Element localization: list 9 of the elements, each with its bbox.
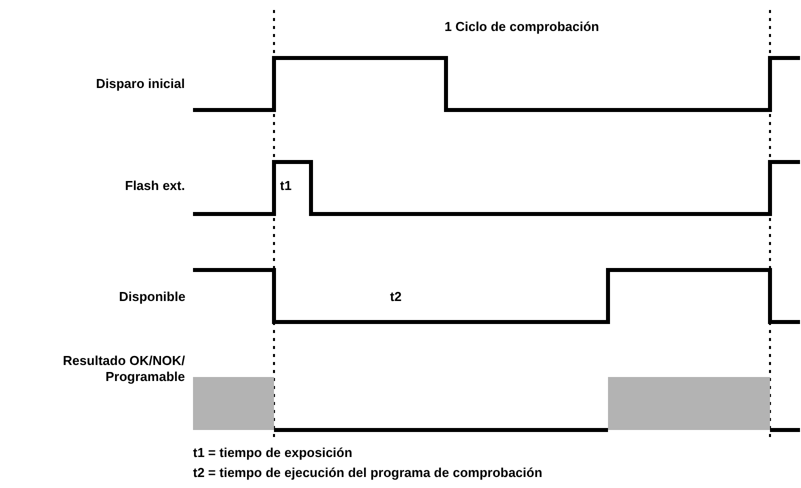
legend-note: t1 = tiempo de exposición	[193, 445, 352, 461]
legend-note: t2 = tiempo de ejecución del programa de comprobación	[193, 465, 542, 481]
signal-name: Disponible	[119, 289, 186, 305]
signal-name: Resultado OK/NOK/ Programable	[62, 353, 185, 385]
time-label: t1	[280, 178, 292, 194]
time-label: t2	[390, 289, 402, 305]
signal-name: Disparo inicial	[96, 76, 185, 92]
signal-name: Flash ext.	[125, 178, 185, 194]
cycle-label: 1 Ciclo de comprobación	[444, 19, 600, 35]
